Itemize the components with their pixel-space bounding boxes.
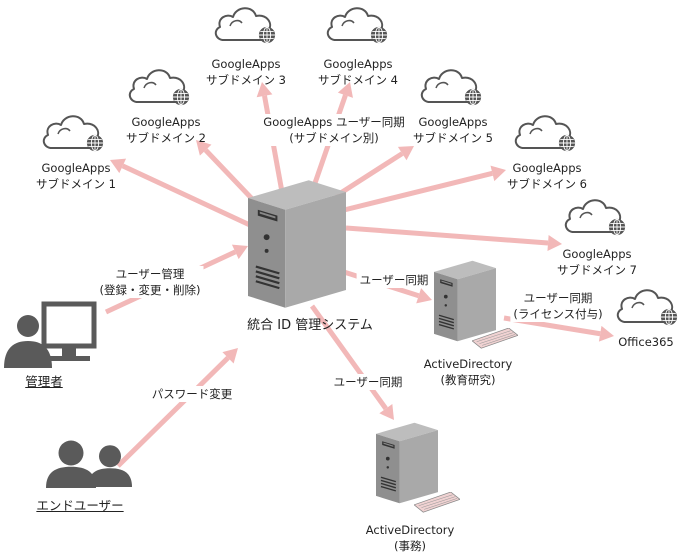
central-server-icon [248,179,346,309]
arrow-to-ad-office [309,304,394,420]
ad-edu-server-icon [434,259,496,343]
ad-office-server-icon [376,421,438,505]
arrow-to-domain-1 [110,158,254,229]
office365-sync-label: ユーザー同期(ライセンス付与) [510,290,606,322]
cloud-icon-2 [128,69,190,106]
ad-office-label: ActiveDirectory(事務) [365,523,455,553]
admin-icon [4,301,97,368]
admin-action-label: ユーザー管理(登録・変更・削除) [96,266,204,298]
enduser-action-label: パスワード変更 [148,386,236,402]
ad-office-sync-label: ユーザー同期 [330,374,406,390]
admin-label: 管理者 [25,374,63,389]
arrow-to-domain-2 [196,140,260,207]
cloud-icon-7 [564,199,626,236]
office365-cloud-icon [616,289,678,326]
cloud-icon-1 [42,115,104,152]
office365-label: Office365 [618,335,674,349]
arrow-to-domain-5 [334,146,414,199]
ad-edu-label: ActiveDirectory(教育研究) [423,357,513,387]
arrow-to-domain-6 [343,165,506,213]
cloud-icon-6 [514,115,576,152]
cloud-icon-3 [214,7,276,44]
arrow-to-domain-7 [345,225,562,251]
cloud-icon-5 [420,69,482,106]
center-system-title: 統合 ID 管理システム [247,318,373,333]
subdomain-sync-label: GoogleApps ユーザー同期(サブドメイン別) [260,114,408,146]
cloud-icon-4 [326,7,388,44]
enduser-label: エンドユーザー [36,498,124,513]
arrow-from-endusers [116,348,238,468]
ad-edu-sync-label: ユーザー同期 [356,272,432,288]
